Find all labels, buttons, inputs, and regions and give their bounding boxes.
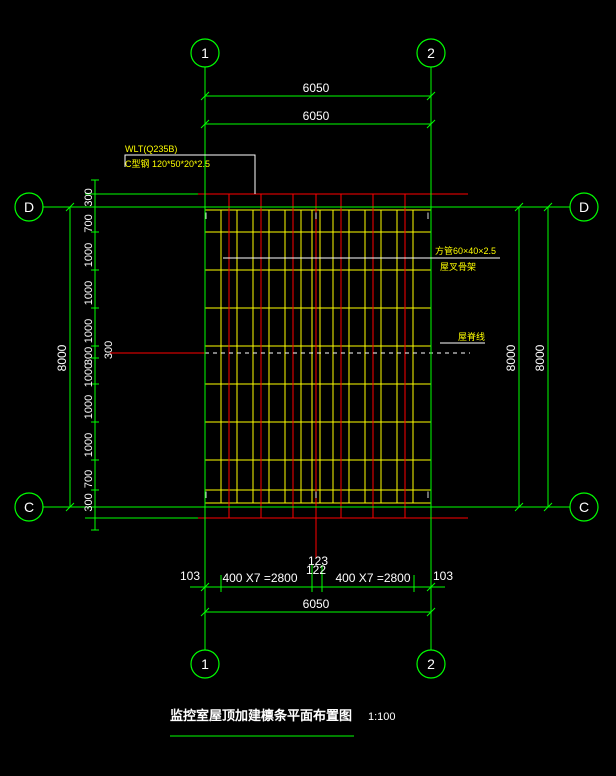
dim-top-overall-1: 6050 xyxy=(303,81,330,95)
dim-tick xyxy=(426,119,436,129)
axis-label-c-left: C xyxy=(24,499,34,515)
dim-left-chain-value: 300 xyxy=(83,493,95,511)
dim-bottom-mid-label: 123 xyxy=(308,554,328,568)
dim-tick xyxy=(426,91,436,101)
tube-spec: 方管60×40×2.5 xyxy=(435,245,496,256)
axis-labels: 1 2 1 2 D D C C xyxy=(24,45,589,672)
left-chain-ticks xyxy=(91,179,99,531)
axis-label-1-bottom: 1 xyxy=(201,656,209,672)
dim-left-chain-value: 1000 xyxy=(83,319,95,343)
axis-bubble-2-bottom xyxy=(416,649,446,679)
axis-lines xyxy=(43,67,570,737)
column-marker: I xyxy=(427,211,430,221)
axis-label-1-top: 1 xyxy=(201,45,209,61)
dim-left-chain-value: 1000 xyxy=(83,363,95,387)
purlin-lines-horizontal xyxy=(205,231,431,491)
dim-tick xyxy=(543,502,553,512)
dim-tick xyxy=(426,582,436,592)
dim-right-inner-overall: 8000 xyxy=(504,344,518,371)
column-marker: I xyxy=(205,490,208,500)
dim-tick xyxy=(543,202,553,212)
axis-bubble-1-bottom xyxy=(190,649,220,679)
axis-bubble-d-right xyxy=(569,192,599,222)
red-purlin-lines xyxy=(228,194,406,518)
column-marker: I xyxy=(315,490,318,500)
dim-bottom-right-run: 400 X7 =2800 xyxy=(335,571,410,585)
axis-label-2-top: 2 xyxy=(427,45,435,61)
dim-bottom-right-edge: 103 xyxy=(433,569,453,583)
purlin-spec-2: C型钢 120*50*20*2.5 xyxy=(125,158,210,169)
dim-bottom-left-run: 400 X7 =2800 xyxy=(222,571,297,585)
annotations: WLT(Q235B) C型钢 120*50*20*2.5 方管60×40×2.5… xyxy=(124,144,500,344)
dim-left-chain-value: 1000 xyxy=(83,281,95,305)
dim-left-overall: 8000 xyxy=(55,344,69,371)
dim-tick xyxy=(200,119,210,129)
axis-label-2-bottom: 2 xyxy=(427,656,435,672)
dim-bottom-left-edge: 103 xyxy=(180,569,200,583)
dim-tick xyxy=(200,582,210,592)
dim-left-chain-value: 700 xyxy=(83,214,95,232)
column-markers: I I I I I I xyxy=(205,211,430,500)
dim-tick xyxy=(65,502,75,512)
ridge-label: 屋脊线 xyxy=(458,331,485,342)
dim-bottom-mid-gap: 122 xyxy=(306,563,326,577)
dim-left-chain-value: 700 xyxy=(83,470,95,488)
purlin-spec-1: WLT(Q235B) xyxy=(125,144,177,154)
axis-bubble-1-top xyxy=(190,38,220,68)
axis-bubble-c-right xyxy=(569,492,599,522)
dim-left-chain-value: 1000 xyxy=(83,243,95,267)
axis-label-d-left: D xyxy=(24,199,34,215)
dim-center-note: 300 xyxy=(103,341,115,359)
axis-bubble-d-left xyxy=(14,192,44,222)
dim-tick xyxy=(65,202,75,212)
dim-right-outer-overall: 8000 xyxy=(533,344,547,371)
dim-left-chain-value: 1000 xyxy=(83,433,95,457)
dim-ticks xyxy=(65,91,553,617)
axis-label-d-right: D xyxy=(579,199,589,215)
leader-line-purlin xyxy=(124,154,256,194)
dim-tick xyxy=(426,607,436,617)
dim-top-overall-2: 6050 xyxy=(303,109,330,123)
dim-tick xyxy=(200,607,210,617)
dim-bottom-overall: 6050 xyxy=(303,597,330,611)
drawing-scale: 1:100 xyxy=(368,711,396,723)
dim-left-chain-value: 1000 xyxy=(83,395,95,419)
dimension-texts: 6050 6050 6050 103 400 X7 =2800 122 123 … xyxy=(55,81,547,611)
purlin-lines-vertical xyxy=(220,210,414,503)
axis-bubble-2-top xyxy=(416,38,446,68)
drawing-title: 监控室屋顶加建檩条平面布置图 xyxy=(170,708,352,723)
axis-bubble-c-left xyxy=(14,492,44,522)
dim-left-chain-value: 300 xyxy=(83,347,95,365)
roof-framing xyxy=(204,209,432,504)
column-marker: I xyxy=(205,211,208,221)
column-marker: I xyxy=(427,490,430,500)
dim-tick xyxy=(514,202,524,212)
tube-desc: 屋叉骨架 xyxy=(440,262,476,272)
column-marker: I xyxy=(315,211,318,221)
dim-left-chain-value: 300 xyxy=(83,188,95,206)
dim-tick xyxy=(200,91,210,101)
dim-tick xyxy=(514,502,524,512)
axis-bubbles xyxy=(14,38,599,679)
axis-label-c-right: C xyxy=(579,499,589,515)
